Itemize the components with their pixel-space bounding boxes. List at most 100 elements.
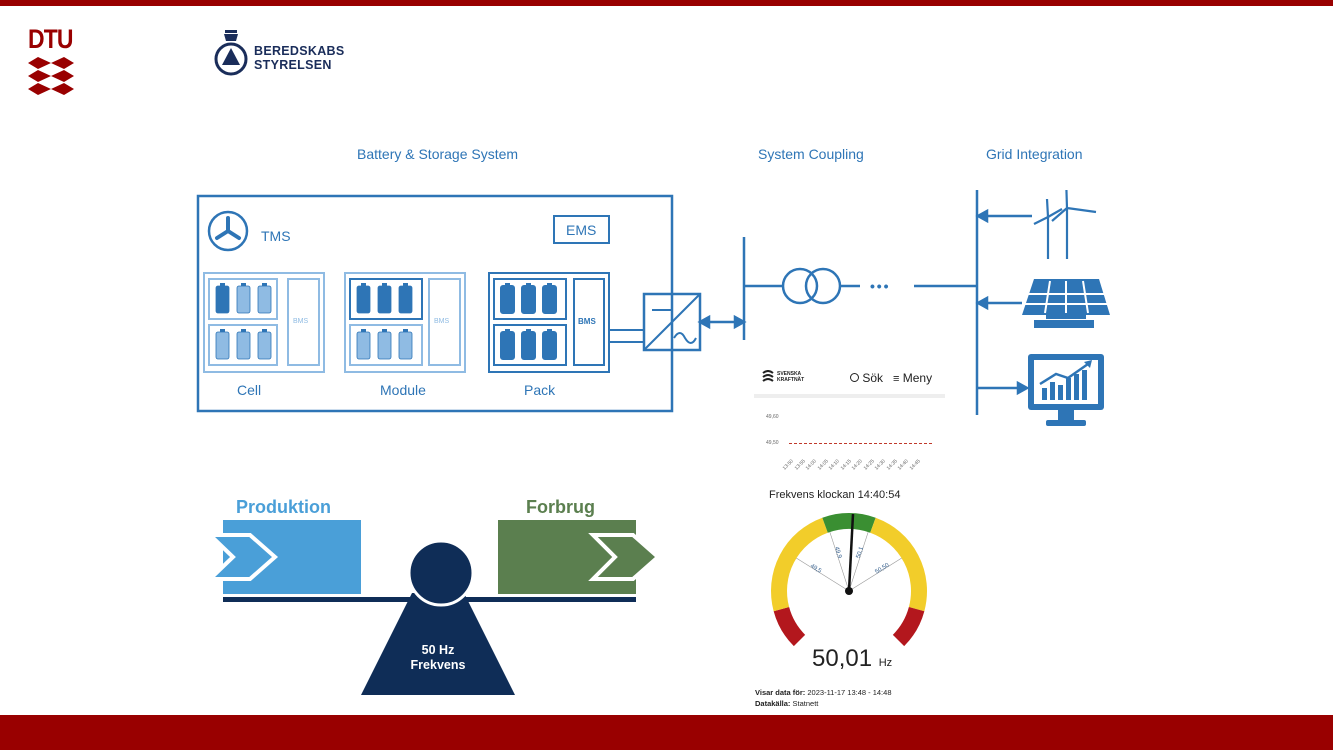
pack-group: [488, 272, 610, 373]
bidirectional-arrow: [697, 314, 747, 330]
consumption-chevron-icon: [588, 533, 662, 581]
svk-threshold-line: [789, 443, 932, 444]
battery-cell-icon: [500, 331, 515, 360]
wind-turbine-icon: [1033, 190, 1097, 259]
dtu-logo-text: DTU: [28, 24, 73, 54]
svk-search-link[interactable]: Sök: [850, 371, 883, 385]
battery-system-box: [196, 194, 674, 413]
svk-data-for-label: Visar data för:: [755, 688, 806, 697]
battery-cell-icon: [521, 285, 536, 314]
system-coupling-title: System Coupling: [758, 146, 864, 162]
battery-cell-cap: [361, 329, 366, 332]
svk-source-label: Datakälla:: [755, 699, 791, 708]
gauge-needle-hub: [845, 587, 853, 595]
cell-group: [203, 272, 325, 373]
battery-cells: [215, 283, 557, 360]
battery-cell-cap: [403, 329, 408, 332]
battery-cell-icon: [236, 331, 251, 360]
solar-panel-icon: [1022, 279, 1110, 328]
svk-gauge-value: 50,01: [812, 645, 873, 672]
svk-brand: SVENSKA KRAFTNÄT: [777, 371, 804, 383]
svk-time-tick-label: 14:40: [896, 458, 910, 472]
svk-time-tick-label: 14:45: [908, 458, 922, 472]
monitor-chart-icon: [1028, 354, 1104, 426]
svk-menu-label: Meny: [902, 371, 933, 385]
frequency-value: 50 Hz: [421, 643, 455, 657]
tms-fan-icon: [207, 210, 249, 252]
svk-time-tick-label: 14:10: [827, 458, 841, 472]
gauge-tick-line: [796, 557, 850, 592]
svk-chart-y1: 49,60: [766, 414, 779, 420]
battery-cell-cap: [382, 329, 387, 332]
beredskab-line-1: BEREDSKABS: [254, 44, 345, 58]
cell-label: Cell: [237, 382, 262, 398]
tms-label: TMS: [261, 228, 291, 244]
battery-cell-icon: [215, 331, 230, 360]
balance-scale-graphic: [205, 520, 662, 695]
svk-header-divider: [754, 394, 945, 398]
battery-cell-cap: [403, 283, 408, 286]
battery-cell-cap: [241, 329, 246, 332]
battery-cell-icon: [521, 331, 536, 360]
pack-label: Pack: [524, 382, 556, 398]
scale-fulcrum: [361, 593, 515, 695]
svk-time-tick-label: 14:15: [839, 458, 853, 472]
beredskab-logo-text: BEREDSKABS STYRELSEN: [254, 44, 345, 72]
svk-gauge-unit: Hz: [878, 657, 893, 669]
grid-integration-title: Grid Integration: [986, 146, 1083, 162]
svk-time-tick-label: 14:05: [816, 458, 830, 472]
dtu-waves-icon: [28, 57, 74, 95]
battery-cell-icon: [356, 285, 371, 314]
production-title: Produktion: [236, 497, 331, 517]
battery-cell-cap: [526, 283, 531, 286]
svk-menu-link[interactable]: ≡ Meny: [893, 371, 932, 385]
battery-cell-icon: [542, 331, 557, 360]
battery-cell-icon: [377, 285, 392, 314]
battery-cell-icon: [398, 331, 413, 360]
gauge-high-critical-band: [892, 606, 925, 647]
svk-brand-line1: SVENSKA: [777, 371, 802, 377]
battery-cell-cap: [361, 283, 366, 286]
svk-time-tick-label: 13:50: [781, 458, 795, 472]
battery-cell-icon: [236, 285, 251, 314]
top-accent-bar: [0, 0, 1333, 6]
battery-cell-cap: [547, 283, 552, 286]
gauge-low-critical-band: [773, 606, 806, 647]
svk-time-tick-label: 13:55: [793, 458, 807, 472]
battery-cell-icon: [257, 285, 272, 314]
battery-cell-icon: [542, 285, 557, 314]
transformer-icon: [781, 267, 842, 305]
svk-frequency-panel: SVENSKA KRAFTNÄT Sök ≡ Meny 49,60 49,50 …: [754, 360, 945, 710]
svk-gauge-title: Frekvens klockan 14:40:54: [769, 489, 901, 501]
production-chevron-icon: [205, 533, 279, 581]
svk-search-label: Sök: [862, 371, 884, 385]
menu-icon: ≡: [893, 373, 900, 385]
gauge-needle: [847, 513, 855, 592]
battery-system-title: Battery & Storage System: [357, 146, 519, 162]
battery-cell-cap: [220, 283, 225, 286]
beredskab-line-2: STYRELSEN: [254, 58, 332, 72]
svk-footer: Visar data för: 2023-11-17 13:48 - 14:48…: [755, 687, 891, 709]
battery-cell-cap: [382, 283, 387, 286]
grid-arrows: [975, 208, 1032, 396]
gauge-tick-line: [848, 531, 869, 592]
battery-cell-icon: [500, 285, 515, 314]
battery-system-diagram: [196, 190, 1110, 426]
battery-cell-icon: [215, 285, 230, 314]
ems-label: EMS: [566, 222, 597, 238]
svk-time-tick-label: 14:25: [862, 458, 876, 472]
svk-logo-icon: [762, 370, 774, 382]
gauge-tick-label: 49,5: [809, 563, 823, 575]
consumption-title: Forbrug: [526, 497, 595, 517]
search-icon: [850, 373, 859, 382]
battery-cell-cap: [505, 329, 510, 332]
battery-cell-cap: [262, 329, 267, 332]
beredskab-crest-icon: [214, 30, 248, 76]
gauge-tick-label: 50,50: [874, 562, 890, 575]
pack-to-inverter-link: [609, 329, 644, 343]
battery-cell-cap: [505, 283, 510, 286]
gauge-tick-line: [829, 531, 850, 592]
frequency-caption: 50 Hz Frekvens: [388, 643, 488, 673]
